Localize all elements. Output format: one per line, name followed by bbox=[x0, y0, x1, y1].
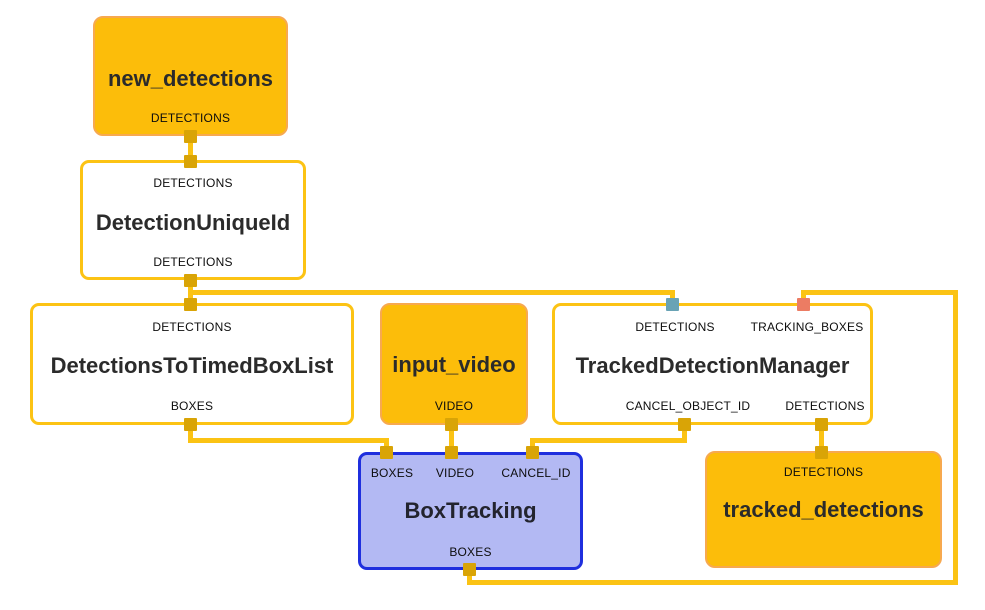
node-detections-to-timed-box-list[interactable]: DETECTIONS DetectionsToTimedBoxList BOXE… bbox=[30, 303, 354, 425]
edge-manager-to-boxtracking-v2 bbox=[530, 438, 535, 453]
node-detections-to-timed-box-list-title: DetectionsToTimedBoxList bbox=[50, 353, 334, 378]
port-box-tracking-output-boxes[interactable] bbox=[463, 563, 476, 576]
edge-boxtracking-loop-v1 bbox=[467, 570, 472, 585]
port-detections-to-timed-box-list-input[interactable] bbox=[184, 298, 197, 311]
node-detection-unique-id-output-label: DETECTIONS bbox=[153, 255, 233, 269]
node-new-detections[interactable]: new_detections DETECTIONS bbox=[93, 16, 288, 136]
port-tracked-detection-manager-output-detections[interactable] bbox=[815, 418, 828, 431]
node-tracked-detection-manager-input-label-detections: DETECTIONS bbox=[635, 320, 715, 334]
node-tracked-detection-manager-input-label-tracking-boxes: TRACKING_BOXES bbox=[750, 320, 864, 334]
port-tracked-detections-input[interactable] bbox=[815, 446, 828, 459]
edge-inputvideo-to-boxtracking bbox=[449, 424, 454, 453]
node-box-tracking-title: BoxTracking bbox=[404, 498, 537, 523]
node-box-tracking[interactable]: BOXES VIDEO CANCEL_ID BoxTracking BOXES bbox=[358, 452, 583, 570]
edge-newdetections-to-uniqueid bbox=[188, 137, 193, 163]
node-input-video-output-label: VIDEO bbox=[434, 399, 474, 413]
port-tracked-detection-manager-input-detections[interactable] bbox=[666, 298, 679, 311]
edge-timedboxlist-to-boxtracking-v1 bbox=[188, 424, 193, 443]
port-detection-unique-id-input[interactable] bbox=[184, 155, 197, 168]
edge-manager-to-trackeddetections bbox=[819, 424, 824, 453]
edge-manager-to-boxtracking-h bbox=[530, 438, 687, 443]
port-box-tracking-input-boxes[interactable] bbox=[380, 446, 393, 459]
port-detection-unique-id-output[interactable] bbox=[184, 274, 197, 287]
port-tracked-detection-manager-output-cancel-object-id[interactable] bbox=[678, 418, 691, 431]
node-detections-to-timed-box-list-input-label: DETECTIONS bbox=[152, 320, 232, 334]
node-tracked-detections-title: tracked_detections bbox=[723, 497, 924, 522]
edge-manager-to-boxtracking-v1 bbox=[682, 424, 687, 443]
node-detection-unique-id-title: DetectionUniqueId bbox=[95, 210, 291, 235]
node-box-tracking-output-label: BOXES bbox=[449, 545, 492, 559]
node-box-tracking-input-label-cancel-id: CANCEL_ID bbox=[501, 466, 571, 480]
port-detections-to-timed-box-list-output[interactable] bbox=[184, 418, 197, 431]
node-detection-unique-id-input-label: DETECTIONS bbox=[153, 176, 233, 190]
port-new-detections-output[interactable] bbox=[184, 130, 197, 143]
edge-timedboxlist-to-boxtracking-h bbox=[188, 438, 389, 443]
node-input-video[interactable]: input_video VIDEO bbox=[380, 303, 528, 425]
edge-boxtracking-loop-h1 bbox=[467, 580, 958, 585]
node-tracked-detections-input-label: DETECTIONS bbox=[783, 465, 864, 479]
node-tracked-detection-manager[interactable]: DETECTIONS TRACKING_BOXES TrackedDetecti… bbox=[552, 303, 873, 425]
edge-timedboxlist-to-boxtracking-v2 bbox=[384, 438, 389, 453]
node-tracked-detection-manager-output-label-cancel-object-id: CANCEL_OBJECT_ID bbox=[625, 399, 751, 413]
edge-uniqueid-to-manager-h bbox=[188, 290, 675, 295]
node-tracked-detection-manager-title: TrackedDetectionManager bbox=[575, 353, 850, 378]
port-box-tracking-input-cancel-id[interactable] bbox=[526, 446, 539, 459]
node-tracked-detections[interactable]: DETECTIONS tracked_detections bbox=[705, 451, 942, 568]
node-tracked-detection-manager-output-label-detections: DETECTIONS bbox=[785, 399, 865, 413]
node-box-tracking-input-label-video: VIDEO bbox=[435, 466, 475, 480]
node-input-video-title: input_video bbox=[392, 352, 516, 377]
port-box-tracking-input-video[interactable] bbox=[445, 446, 458, 459]
edge-boxtracking-loop-h2 bbox=[801, 290, 958, 295]
port-input-video-output[interactable] bbox=[445, 418, 458, 431]
node-detection-unique-id[interactable]: DETECTIONS DetectionUniqueId DETECTIONS bbox=[80, 160, 306, 280]
node-detections-to-timed-box-list-output-label: BOXES bbox=[170, 399, 214, 413]
node-new-detections-output-label: DETECTIONS bbox=[150, 111, 231, 125]
edge-boxtracking-loop-v2 bbox=[953, 290, 958, 585]
node-box-tracking-input-label-boxes: BOXES bbox=[370, 466, 414, 480]
node-new-detections-title: new_detections bbox=[107, 66, 274, 91]
port-tracked-detection-manager-input-tracking-boxes[interactable] bbox=[797, 298, 810, 311]
